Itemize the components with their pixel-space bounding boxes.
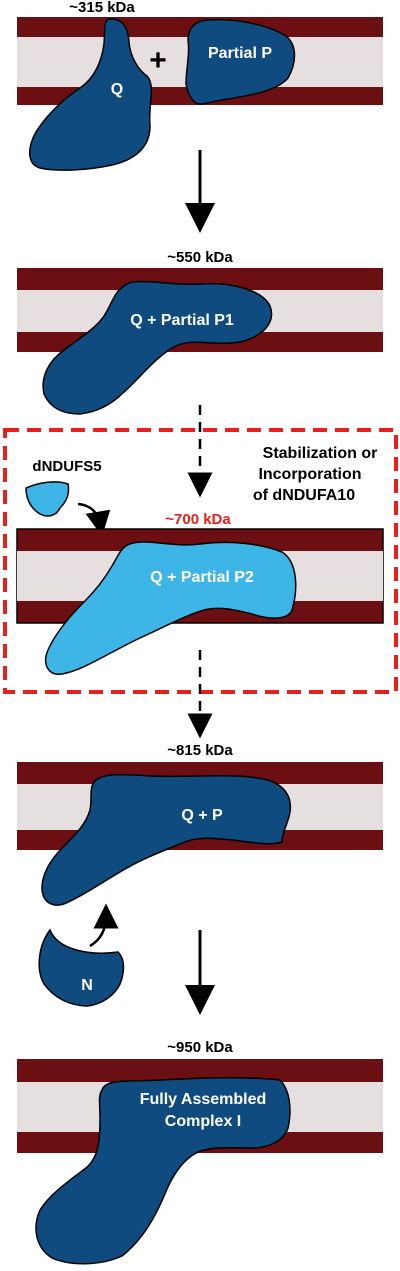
stage-950: ~950 kDa Fully Assembled Complex I [17, 1039, 383, 1265]
mass-label-550: ~550 kDa [167, 249, 233, 266]
complex-q-p [41, 773, 292, 906]
complex-q-partial-p2 [44, 541, 297, 675]
subunit-n [38, 928, 125, 1007]
complex-q-partial-p2-label: Q + Partial P2 [150, 569, 254, 586]
complex-q-partial-p1-label: Q + Partial P1 [130, 312, 234, 329]
subunit-dndufs5-label: dNDUFS5 [32, 458, 101, 475]
n-curved-arrow [89, 903, 119, 948]
mass-label-700: ~700 kDa [165, 511, 231, 528]
mass-label-315: ~315 kDa [69, 0, 135, 16]
complex-q-partial-p1 [42, 280, 273, 415]
complex-i-label-line1: Fully Assembled [140, 1091, 267, 1108]
mass-label-815: ~815 kDa [167, 742, 233, 759]
note-line-2: Incorporation [258, 466, 361, 483]
subunit-partial-p [185, 18, 296, 105]
subunit-q [29, 18, 153, 171]
stage-815: ~815 kDa Q + P N [17, 742, 383, 1007]
subunit-dndufs5 [25, 481, 70, 517]
plus-sign: + [149, 44, 167, 77]
note-line-3: of dNDUFA10 [253, 487, 355, 504]
stage-550: ~550 kDa Q + Partial P1 [17, 249, 383, 415]
mass-label-950: ~950 kDa [167, 1039, 233, 1056]
note-line-1: Stabilization or [263, 445, 378, 462]
stage-315: ~315 kDa Q + Partial P [17, 0, 383, 171]
complex-i-label-line2: Complex I [165, 1113, 241, 1130]
stage-700-highlight: Stabilization or Incorporation of dNDUFA… [3, 428, 398, 694]
subunit-n-label: N [81, 977, 93, 994]
subunit-partial-p-label: Partial P [208, 45, 272, 62]
complex-i-fully-assembled [35, 1076, 291, 1265]
complex-q-p-label: Q + P [181, 807, 223, 824]
dndufs5-curved-arrow [77, 502, 111, 537]
subunit-q-label: Q [111, 81, 123, 98]
